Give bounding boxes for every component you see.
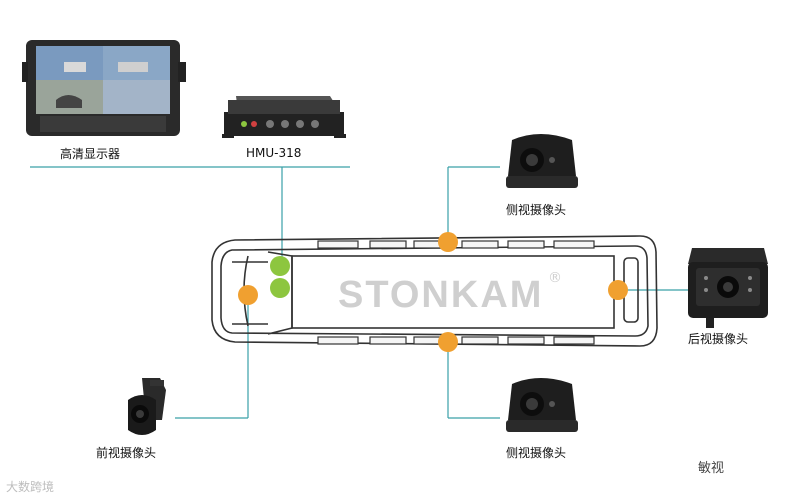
registered-mark: ® xyxy=(548,270,562,286)
rear-camera-label: 后视摄像头 xyxy=(688,332,749,346)
brand-watermark: STONKAM xyxy=(338,274,544,316)
recorder-label: HMU-318 xyxy=(246,146,302,160)
connector-dots xyxy=(238,232,628,352)
side-camera-top-image xyxy=(506,134,578,188)
connection-lines xyxy=(30,166,690,419)
recorder-image xyxy=(222,96,346,138)
monitor-label: 高清显示器 xyxy=(60,147,121,161)
front-camera-image xyxy=(128,378,166,435)
recorder-nodes xyxy=(270,256,290,298)
rear-camera-image xyxy=(688,248,768,328)
source-watermark-right: 敏视 xyxy=(698,461,725,476)
bus-windows-bottom xyxy=(317,336,595,345)
front-camera-label: 前视摄像头 xyxy=(96,446,157,460)
side-camera-top-label: 侧视摄像头 xyxy=(506,203,567,217)
side-camera-bottom-label: 侧视摄像头 xyxy=(506,446,567,460)
source-watermark-left: 大数跨境 xyxy=(6,480,55,494)
monitor-image xyxy=(22,40,186,136)
side-camera-bottom-image xyxy=(506,378,578,432)
